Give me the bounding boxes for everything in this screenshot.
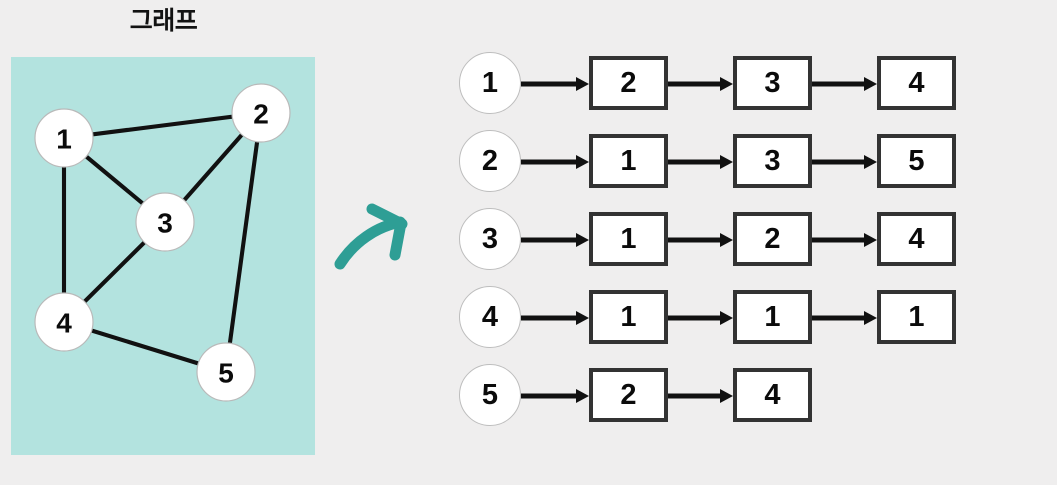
adjacency-item-box[interactable]: 1 bbox=[733, 290, 812, 344]
graph-edge bbox=[61, 110, 264, 141]
adjacency-row: 5 2 4 bbox=[440, 364, 1040, 428]
graph-node-label: 2 bbox=[253, 99, 269, 130]
graph-canvas: 1 2 3 4 5 bbox=[11, 57, 315, 455]
adjacency-row: 4 1 1 1 bbox=[440, 286, 1040, 350]
page-title: 그래프 bbox=[129, 7, 198, 35]
curved-arrow-up-right-icon bbox=[334, 203, 408, 270]
arrow-right-icon bbox=[668, 311, 733, 325]
adjacency-head-node[interactable]: 2 bbox=[459, 130, 521, 192]
graph-node[interactable]: 4 bbox=[34, 292, 94, 352]
arrow-right-icon bbox=[521, 389, 589, 403]
adjacency-item-box[interactable]: 2 bbox=[733, 212, 812, 266]
arrow-right-icon bbox=[812, 311, 877, 325]
adjacency-item-box[interactable]: 5 bbox=[877, 134, 956, 188]
graph-node-label: 4 bbox=[56, 308, 72, 339]
arrow-right-icon bbox=[521, 233, 589, 247]
arrow-right-icon bbox=[668, 233, 733, 247]
graph-panel: 그래프 1 2 3 4 5 bbox=[0, 0, 330, 485]
adjacency-head-node[interactable]: 5 bbox=[459, 364, 521, 426]
graph-node-circle bbox=[135, 192, 195, 252]
adjacency-row: 1 2 3 4 bbox=[440, 52, 1040, 116]
adjacency-item-box[interactable]: 1 bbox=[589, 212, 668, 266]
arrow-right-icon bbox=[812, 233, 877, 247]
adjacency-item-box[interactable]: 1 bbox=[589, 290, 668, 344]
adjacency-item-box[interactable]: 1 bbox=[589, 134, 668, 188]
arrow-right-icon bbox=[521, 155, 589, 169]
graph-node-circle bbox=[34, 292, 94, 352]
arrow-right-icon bbox=[812, 77, 877, 91]
graph-node[interactable]: 1 bbox=[34, 108, 94, 168]
adjacency-item-box[interactable]: 4 bbox=[877, 212, 956, 266]
graph-node-label: 5 bbox=[218, 358, 234, 389]
graph-node-circle bbox=[196, 342, 256, 402]
arrow-right-icon bbox=[668, 389, 733, 403]
graph-node-label: 1 bbox=[56, 124, 72, 155]
arrow-right-icon bbox=[812, 155, 877, 169]
adjacency-item-box[interactable]: 2 bbox=[589, 368, 668, 422]
adjacency-item-box[interactable]: 4 bbox=[733, 368, 812, 422]
adjacency-head-node[interactable]: 3 bbox=[459, 208, 521, 270]
arrow-right-icon bbox=[521, 311, 589, 325]
adjacency-head-node[interactable]: 4 bbox=[459, 286, 521, 348]
arrow-right-icon bbox=[668, 77, 733, 91]
graph-node[interactable]: 3 bbox=[135, 192, 195, 252]
adjacency-item-box[interactable]: 3 bbox=[733, 56, 812, 110]
arrow-right-icon bbox=[668, 155, 733, 169]
flow-arrow bbox=[330, 192, 426, 278]
adjacency-item-box[interactable]: 4 bbox=[877, 56, 956, 110]
adjacency-row: 2 1 3 5 bbox=[440, 130, 1040, 194]
arrow-right-icon bbox=[521, 77, 589, 91]
graph-edge bbox=[223, 110, 264, 375]
adjacency-item-box[interactable]: 1 bbox=[877, 290, 956, 344]
adjacency-head-node[interactable]: 1 bbox=[459, 52, 521, 114]
graph-node[interactable]: 5 bbox=[196, 342, 256, 402]
adjacency-item-box[interactable]: 2 bbox=[589, 56, 668, 110]
adjacency-item-box[interactable]: 3 bbox=[733, 134, 812, 188]
graph-node-circle bbox=[231, 83, 291, 143]
graph-drawing: 1 2 3 4 5 bbox=[34, 83, 291, 402]
adjacency-row: 3 1 2 4 bbox=[440, 208, 1040, 272]
graph-node-label: 3 bbox=[157, 208, 173, 239]
graph-node-circle bbox=[34, 108, 94, 168]
adjacency-list-panel: 1 2 3 4 2 1 3 5 3 1 2 4 4 1 1 1 5 2 4 bbox=[440, 52, 1040, 472]
graph-node[interactable]: 2 bbox=[231, 83, 291, 143]
